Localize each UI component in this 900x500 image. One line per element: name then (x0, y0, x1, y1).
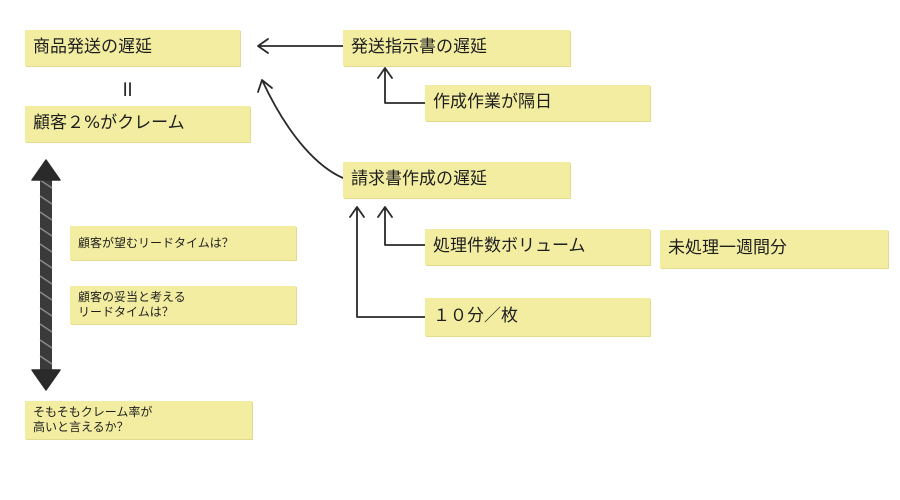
note-ten-min-per-sheet: １０分／枚 (425, 298, 650, 336)
note-customer-claims: 顧客２%がクレーム (25, 106, 250, 142)
note-invoice-delay: 請求書作成の遅延 (343, 162, 570, 198)
note-lead-time-reasonable: 顧客の妥当と考える リードタイムは？ (70, 286, 296, 324)
arrow-invoice-to-product (257, 79, 344, 179)
note-unprocessed-week: 未処理一週間分 (660, 230, 888, 268)
note-volume: 処理件数ボリューム (425, 229, 650, 265)
double-headed-arrow (31, 159, 61, 391)
note-lead-time-desired: 顧客が望むリードタイムは？ (70, 226, 296, 260)
arrow-volume-to-invoice (377, 206, 426, 246)
note-next-day-work: 作成作業が隔日 (425, 85, 650, 121)
note-claim-rate-high: そもそもクレーム率が 高いと言えるか？ (25, 401, 252, 439)
arrow-nextday-to-instruction (377, 67, 426, 104)
note-product-delay: 商品発送の遅延 (25, 30, 240, 66)
equals-mark: ॥ (120, 77, 134, 102)
note-instruction-delay: 発送指示書の遅延 (343, 30, 570, 66)
arrow-instruction-to-product (257, 38, 344, 54)
arrow-tenmin-to-invoice (349, 206, 426, 318)
